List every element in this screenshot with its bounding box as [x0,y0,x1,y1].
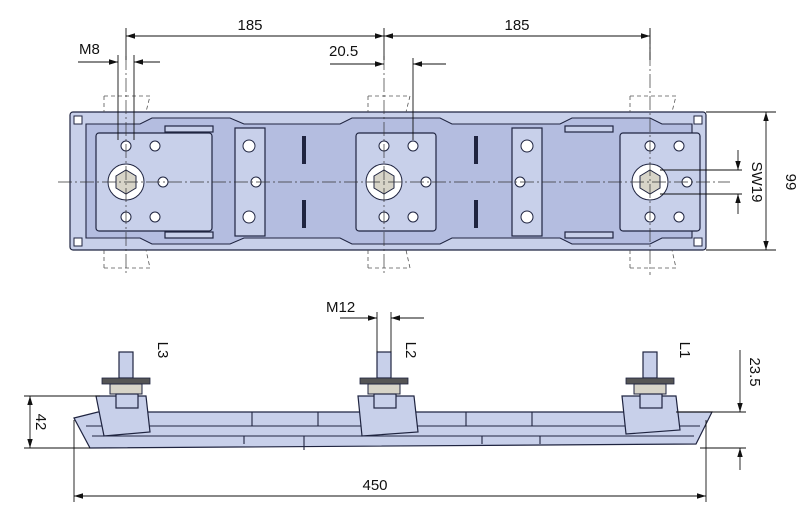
hidden-lug [103,249,151,269]
dim-wrench-label: SW19 [748,162,765,203]
corner-hole [693,237,703,247]
top-dimensions [78,28,776,251]
side-dimensions [24,312,746,502]
top-view [58,30,730,275]
phase-label-left: L3 [154,342,171,359]
dim-height-stud-label: 23.5 [746,357,763,386]
corner-hole [73,237,83,247]
clip [164,125,214,133]
corner-hole [73,115,83,125]
screw-holes [120,139,693,224]
stud-right [625,351,675,409]
slot [474,136,478,164]
phase-label-right: L1 [676,342,693,359]
ribs [243,412,541,450]
dim-width-label: 99 [782,174,799,191]
clip [164,231,214,239]
hidden-lug [367,95,411,113]
side-view [73,351,713,450]
hidden-lug [629,95,677,113]
dim-length-label: 450 [362,477,387,494]
dim-thread-top-label: M8 [79,41,100,58]
dim-span-left-label: 185 [237,17,262,34]
slot [302,200,306,228]
dim-offset-label: 20.5 [329,43,358,60]
stud-left [101,351,151,409]
clip [564,125,614,133]
slot [302,136,306,164]
stud-middle [359,351,409,409]
slot [474,200,478,228]
dim-height-low-label: 42 [32,414,49,431]
hidden-lug [629,249,677,269]
clip [564,231,614,239]
dim-span-right-label: 185 [504,17,529,34]
hidden-lug [367,249,411,269]
corner-hole [693,115,703,125]
hidden-lug [103,95,151,113]
dim-thread-side-label: M12 [326,299,355,316]
phase-label-middle: L2 [402,342,419,359]
